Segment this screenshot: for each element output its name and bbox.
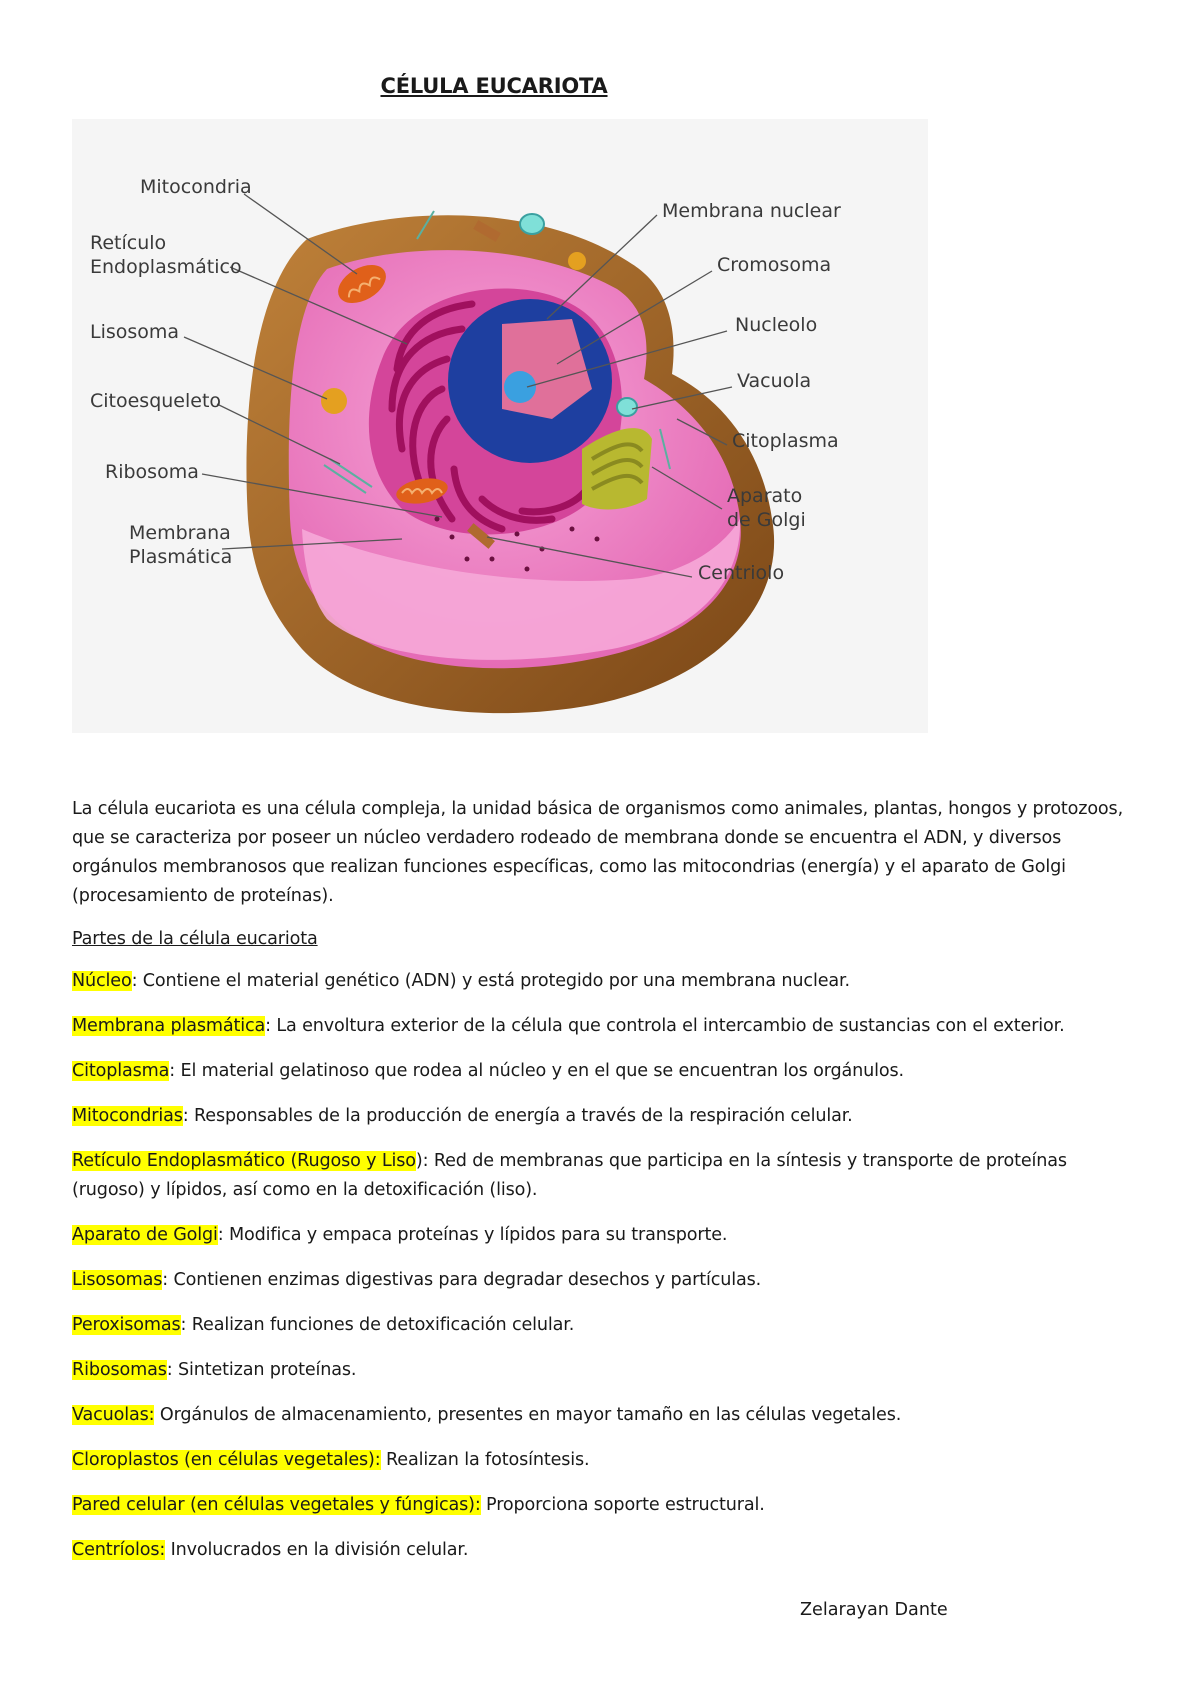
cytoplasm-cut-face [302,519,741,660]
label-citoplasma: Citoplasma [732,430,839,452]
nucleolus [504,371,536,403]
part-description: : Realizan funciones de detoxificación c… [180,1315,575,1335]
er-folds [388,300,591,533]
part-description: Proporciona soporte estructural. [480,1495,765,1515]
label-reticulo-2: Endoplasmático [90,256,242,278]
mitochondrion-1 [338,265,386,303]
part-term-highlight: Pared celular (en células vegetales y fú… [72,1495,481,1515]
label-golgi-2: de Golgi [727,509,806,531]
part-term-highlight: Peroxisomas [72,1315,181,1335]
part-description: : Contiene el material genético (ADN) y … [131,971,851,991]
label-membrana-nuclear: Membrana nuclear [662,200,841,222]
part-description: ): Red de membranas que participa en la … [72,1151,1067,1200]
label-mitocondria: Mitocondria [140,176,252,198]
intro-paragraph: La célula eucariota es una célula comple… [72,799,1124,906]
part-description: : Sintetizan proteínas. [166,1360,357,1380]
part-term-highlight: Ribosomas [72,1360,167,1380]
part-term-highlight: Retículo Endoplasmático (Rugoso y Liso [72,1151,416,1171]
golgi-apparatus [582,428,652,510]
part-item: Citoplasma: El material gelatinoso que r… [72,1057,1132,1086]
label-vacuola: Vacuola [737,370,811,392]
label-membrana-plasmatica-2: Plasmática [129,546,232,568]
part-description: : Contienen enzimas digestivas para degr… [162,1270,762,1290]
part-description: : La envoltura exterior de la célula que… [265,1016,1065,1036]
part-item: Retículo Endoplasmático (Rugoso y Liso):… [72,1147,1132,1205]
leader-lines [183,193,733,578]
part-item: Pared celular (en células vegetales y fú… [72,1491,1132,1520]
part-term-highlight: Vacuolas: [72,1405,155,1425]
part-description: : Modifica y empaca proteínas y lípidos … [217,1225,728,1245]
part-description: : El material gelatinoso que rodea al nú… [169,1061,904,1081]
part-item: Mitocondrias: Responsables de la producc… [72,1102,1132,1131]
part-item: Cloroplastos (en células vegetales): Rea… [72,1446,1132,1475]
lysosome-2 [568,252,586,270]
label-centriolo: Centriolo [698,562,784,584]
author-signature: Zelarayan Dante [800,1600,948,1620]
cell-diagram: Mitocondria Retículo Endoplasmático Liso… [72,119,928,733]
lysosome [321,388,347,414]
part-description: Realizan la fotosíntesis. [380,1450,590,1470]
document-body: La célula eucariota es una célula comple… [72,795,1132,1581]
part-item: Núcleo: Contiene el material genético (A… [72,967,1132,996]
vacuole-2 [616,397,638,417]
part-term-highlight: Membrana plasmática [72,1016,266,1036]
part-description: Involucrados en la división celular. [165,1540,469,1560]
centriole-2 [467,523,495,549]
part-term-highlight: Aparato de Golgi [72,1225,218,1245]
part-term-highlight: Centríolos: [72,1540,166,1560]
part-term-highlight: Núcleo [72,971,132,991]
part-term-highlight: Mitocondrias [72,1106,183,1126]
part-description: Orgánulos de almacenamiento, presentes e… [154,1405,902,1425]
mitochondrion-2 [396,478,448,504]
label-lisosoma: Lisosoma [90,321,179,343]
label-golgi-1: Aparato [727,485,802,507]
part-item: Lisosomas: Contienen enzimas digestivas … [72,1266,1132,1295]
part-term-highlight: Citoplasma [72,1061,170,1081]
part-description: : Responsables de la producción de energ… [182,1106,853,1126]
part-item: Ribosomas: Sintetizan proteínas. [72,1356,1132,1385]
part-term-highlight: Lisosomas [72,1270,163,1290]
cell-diagram-svg: Mitocondria Retículo Endoplasmático Liso… [90,176,841,714]
label-reticulo-1: Retículo [90,232,166,254]
label-citoesqueleto: Citoesqueleto [90,390,221,412]
label-membrana-plasmatica-1: Membrana [129,522,231,544]
vacuole [519,213,545,235]
label-nucleolo: Nucleolo [735,314,817,336]
label-cromosoma: Cromosoma [717,254,831,276]
part-item: Aparato de Golgi: Modifica y empaca prot… [72,1221,1132,1250]
cytoskeleton [323,210,671,494]
centriole [473,220,501,242]
part-item: Membrana plasmática: La envoltura exteri… [72,1012,1132,1041]
part-item: Vacuolas: Orgánulos de almacenamiento, p… [72,1401,1132,1430]
page-title: CÉLULA EUCARIOTA [380,74,608,98]
part-item: Centríolos: Involucrados en la división … [72,1536,1132,1565]
part-item: Peroxisomas: Realizan funciones de detox… [72,1311,1132,1340]
label-ribosoma: Ribosoma [105,461,199,483]
part-term-highlight: Cloroplastos (en células vegetales): [72,1450,381,1470]
section-subtitle: Partes de la célula eucariota [72,929,318,949]
